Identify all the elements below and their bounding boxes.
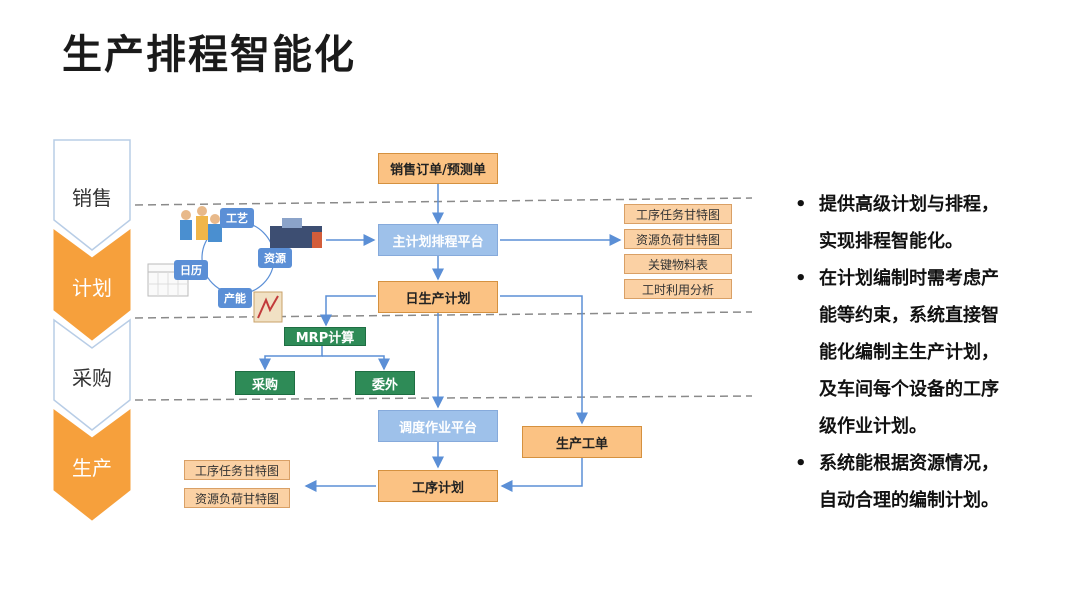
bullet-dot: • (795, 268, 807, 289)
capacity-image (253, 291, 283, 323)
arrow-workorder-to-process (500, 458, 583, 492)
stage-chevron-sales (53, 139, 131, 251)
stage-label-production: 生产 (72, 456, 112, 480)
stage-label-plan: 计划 (72, 276, 112, 300)
bullet-dot: • (795, 453, 807, 474)
machine-image (270, 218, 322, 248)
workers-image (180, 206, 222, 242)
tag-craft: 工艺 (220, 208, 254, 228)
stage-chevron-production (53, 409, 131, 521)
output-process-gantt-bottom: 工序任务甘特图 (184, 460, 290, 480)
stage-label-purchase: 采购 (72, 366, 112, 390)
tag-calendar: 日历 (174, 260, 208, 280)
master-plan-box: 主计划排程平台 (378, 224, 498, 256)
lane-divider-1 (134, 197, 753, 206)
bullet-text: 在计划编制时需考虑产 能等约束，系统直接智 能化编制主生产计划， 及车间每个设备… (819, 268, 999, 437)
stage-chevron-plan (53, 229, 131, 341)
mrp-box: MRP计算 (284, 327, 366, 346)
arrow-mrp-to-purchase (259, 346, 323, 371)
feature-bullets: • 提供高级计划与排程， 实现排程智能化。 • 在计划编制时需考虑产 能等约束，… (795, 186, 1055, 519)
arrow-daily-to-mrp (320, 295, 376, 327)
tag-capacity: 产能 (218, 288, 252, 308)
lane-divider-3 (134, 395, 753, 401)
page-title: 生产排程智能化 (62, 32, 356, 78)
arrow-mrp-to-outsource (322, 355, 390, 371)
bullet-item: • 在计划编制时需考虑产 能等约束，系统直接智 能化编制主生产计划， 及车间每个… (795, 260, 1055, 445)
work-order-box: 生产工单 (522, 426, 642, 458)
process-plan-box: 工序计划 (378, 470, 498, 502)
output-key-material: 关键物料表 (624, 254, 732, 274)
dispatch-box: 调度作业平台 (378, 410, 498, 442)
output-labor-utilization: 工时利用分析 (624, 279, 732, 299)
bullet-text: 提供高级计划与排程， 实现排程智能化。 (819, 194, 999, 252)
output-resource-gantt: 资源负荷甘特图 (624, 229, 732, 249)
bullet-item: • 系统能根据资源情况， 自动合理的编制计划。 (795, 445, 1055, 519)
output-resource-gantt-bottom: 资源负荷甘特图 (184, 488, 290, 508)
bullet-text: 系统能根据资源情况， 自动合理的编制计划。 (819, 453, 999, 511)
daily-plan-box: 日生产计划 (378, 281, 498, 313)
stage-chevron-purchase (53, 318, 131, 431)
tag-resource: 资源 (258, 248, 292, 268)
arrow-daily-to-workorder (500, 295, 588, 425)
bullet-item: • 提供高级计划与排程， 实现排程智能化。 (795, 186, 1055, 260)
stage-label-sales: 销售 (72, 186, 112, 210)
lane-divider-2 (134, 311, 753, 319)
bullet-dot: • (795, 194, 807, 215)
sales-order-box: 销售订单/预测单 (378, 153, 498, 184)
purchase-box: 采购 (235, 371, 295, 395)
outsource-box: 委外 (355, 371, 415, 395)
output-process-gantt: 工序任务甘特图 (624, 204, 732, 224)
